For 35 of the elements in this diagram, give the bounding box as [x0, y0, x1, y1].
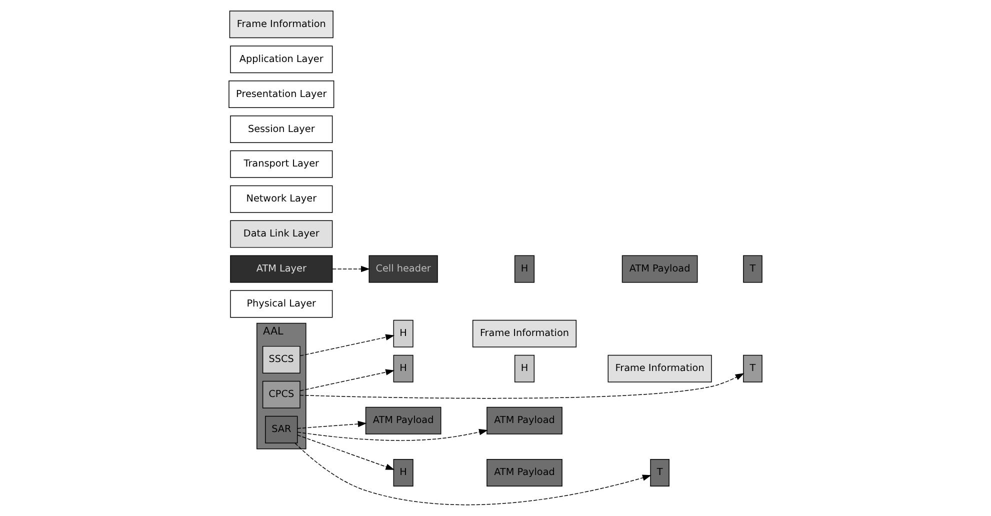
node-box: SSCS — [262, 346, 300, 374]
node-box: H — [514, 354, 535, 382]
node-box: Network Layer — [230, 185, 333, 213]
node-box: T — [650, 458, 670, 486]
node-box: Presentation Layer — [228, 80, 334, 108]
node-box: ATM Payload — [486, 406, 562, 434]
arrow — [297, 420, 367, 429]
node-box: Frame Information — [472, 320, 577, 348]
node-box: ATM Payload — [622, 255, 698, 283]
node-box: H — [393, 354, 414, 382]
node-box: Physical Layer — [230, 290, 333, 318]
node-box: CPCS — [262, 380, 300, 408]
node-box: T — [743, 255, 762, 283]
node-box: Cell header — [368, 255, 438, 283]
node-box: Application Layer — [230, 46, 333, 74]
node-box: H — [393, 458, 414, 486]
arrow — [300, 369, 395, 392]
node-box: Frame Information — [229, 10, 334, 38]
node-box: Data Link Layer — [230, 220, 333, 248]
node-box: H — [393, 320, 414, 348]
node-box: Session Layer — [230, 115, 333, 143]
node-box: Frame Information — [608, 354, 712, 382]
arrow — [297, 429, 488, 441]
arrow — [300, 373, 744, 399]
arrow — [294, 442, 652, 506]
node-box: SAR — [265, 416, 298, 444]
node-box: T — [743, 354, 762, 382]
node-box: Transport Layer — [230, 150, 333, 178]
node-box: ATM Payload — [486, 458, 562, 486]
arrow — [297, 434, 395, 470]
arrow — [300, 334, 395, 356]
node-box: ATM Payload — [365, 406, 442, 434]
node-box: H — [514, 255, 535, 283]
node-box: ATM Layer — [230, 255, 333, 283]
arrow — [332, 266, 370, 272]
